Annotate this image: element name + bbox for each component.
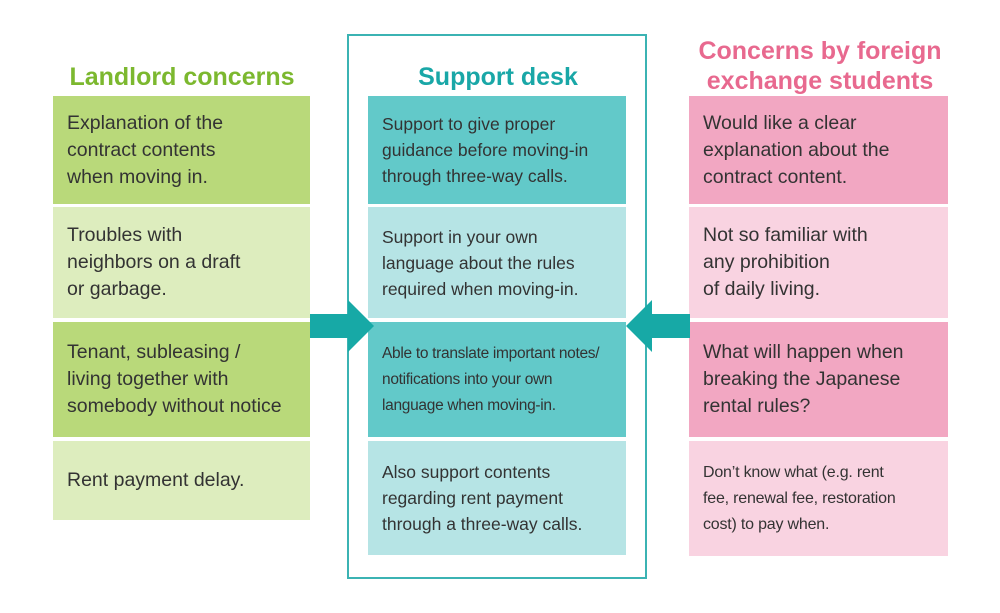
support-desk-text: Support in your own language about the r…	[382, 226, 579, 299]
student-concern-text: What will happen when breaking the Japan…	[703, 341, 904, 417]
support-desk-item: Able to translate important notes/ notif…	[368, 322, 626, 437]
support-desk-item: Support in your own language about the r…	[368, 207, 626, 318]
landlord-concern-item: Rent payment delay.	[53, 441, 310, 520]
support-desk-text: Support to give proper guidance before m…	[382, 114, 589, 186]
landlord-concern-item: Tenant, subleasing / living together wit…	[53, 322, 310, 437]
support-desk-text: Also support contents regarding rent pay…	[382, 462, 583, 534]
support-desk-title: Support desk	[418, 63, 578, 91]
landlord-concern-text: Troubles with neighbors on a draft or ga…	[67, 224, 241, 300]
support-desk-item: Also support contents regarding rent pay…	[368, 441, 626, 555]
student-concern-text: Would like a clear explanation about the…	[703, 111, 890, 188]
student-concern-text: Don’t know what (e.g. rent fee, renewal …	[703, 463, 896, 533]
student-concern-text: Not so familiar with any prohibition of …	[703, 224, 868, 300]
arrow-right-icon	[310, 300, 374, 352]
landlord-concern-text: Tenant, subleasing / living together wit…	[67, 341, 282, 417]
landlord-concern-item: Explanation of the contract contents whe…	[53, 96, 310, 204]
student-concern-item: What will happen when breaking the Japan…	[689, 322, 948, 437]
landlord-concern-text: Rent payment delay.	[67, 469, 245, 491]
student-concern-item: Don’t know what (e.g. rent fee, renewal …	[689, 441, 948, 556]
student-concern-item: Not so familiar with any prohibition of …	[689, 207, 948, 318]
support-desk-item: Support to give proper guidance before m…	[368, 96, 626, 204]
landlord-concern-text: Explanation of the contract contents whe…	[67, 111, 224, 188]
landlord-concerns-title: Landlord concerns	[69, 63, 295, 91]
arrow-left-icon	[626, 300, 690, 352]
support-desk-text: Able to translate important notes/ notif…	[382, 344, 600, 414]
landlord-concern-item: Troubles with neighbors on a draft or ga…	[53, 207, 310, 318]
student-concern-item: Would like a clear explanation about the…	[689, 96, 948, 204]
student-concerns-title: Concerns by foreign exchange students	[698, 37, 942, 95]
